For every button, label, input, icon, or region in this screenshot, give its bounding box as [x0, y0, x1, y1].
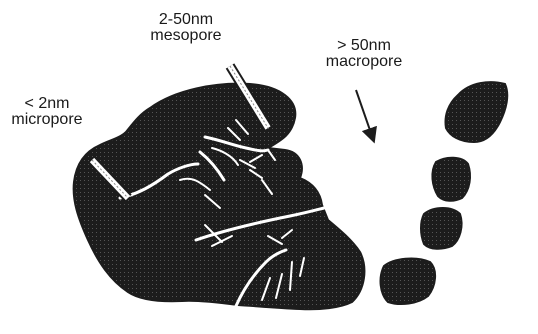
micropore-size-text: < 2nm	[4, 96, 90, 112]
fragment-3	[421, 208, 462, 249]
macropore-label: > 50nm macropore	[304, 38, 424, 70]
mesopore-size-text: 2-50nm	[132, 12, 240, 28]
fragment-2	[432, 158, 470, 201]
macropore-size-text: > 50nm	[304, 38, 424, 54]
micropore-label: < 2nm micropore	[4, 96, 90, 128]
mesopore-label: 2-50nm mesopore	[132, 12, 240, 44]
fragment-4	[381, 259, 436, 304]
macropore-name-text: macropore	[304, 54, 424, 70]
macropore-arrow-icon	[356, 90, 372, 136]
fragment-1	[446, 82, 508, 142]
mesopore-name-text: mesopore	[132, 28, 240, 44]
micropore-name-text: micropore	[4, 112, 90, 128]
main-particle	[74, 84, 365, 310]
